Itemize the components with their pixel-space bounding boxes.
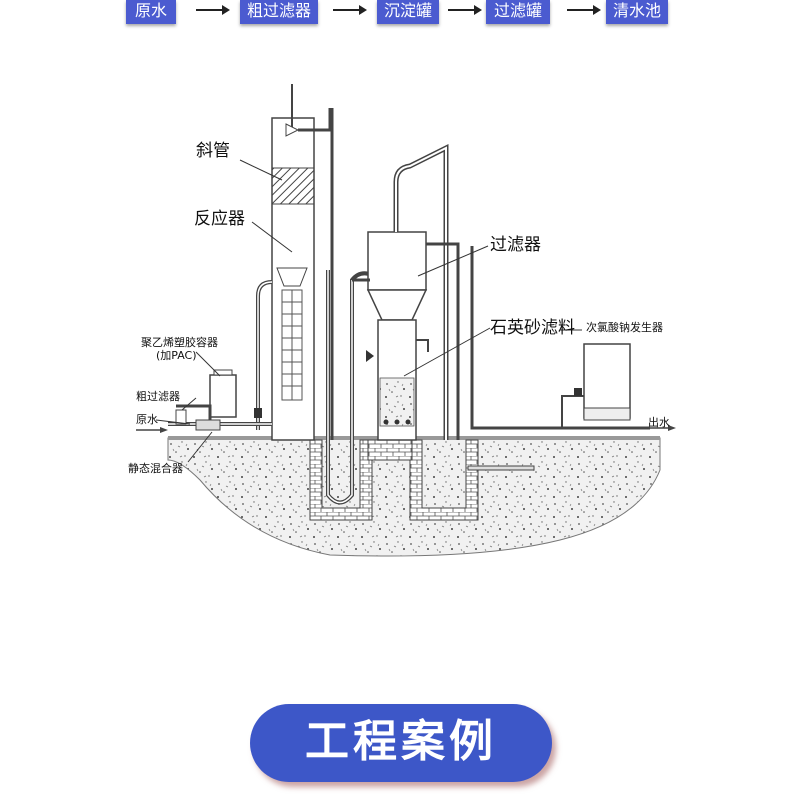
flow-arrow-icon <box>567 5 601 15</box>
reactor-grid <box>281 289 303 401</box>
quartz-sand-media <box>379 377 415 427</box>
hypochlorite-generator-box <box>583 343 631 419</box>
generator-base <box>583 407 631 421</box>
flow-arrow-icon <box>448 5 482 15</box>
outlet-pipe <box>470 246 650 430</box>
flow-step-filter-tank: 过滤罐 <box>486 0 550 24</box>
flow-step-raw-water: 原水 <box>126 0 176 24</box>
generator-dosing-pipe <box>561 395 584 428</box>
label-hypochlorite-generator: 次氯酸钠发生器 <box>586 321 663 334</box>
filter-nozzles <box>383 419 411 425</box>
label-static-mixer: 静态混合器 <box>128 462 183 475</box>
mid-brick-block <box>367 439 413 461</box>
label-quartz-sand: 石英砂滤料 <box>490 318 575 338</box>
leader-lines <box>155 159 582 463</box>
process-flow: 原水 粗过滤器 沉淀罐 过滤罐 清水池 <box>0 0 790 30</box>
label-outlet-water: 出水 <box>648 416 670 429</box>
label-pe-container: 聚乙烯塑胶容器 <box>141 336 218 349</box>
flow-step-clear-water-pool: 清水池 <box>606 0 668 24</box>
side-drain-pipe <box>467 465 535 471</box>
filter-mid-pipe <box>426 242 460 440</box>
static-mixer <box>195 419 221 431</box>
inclined-tube-hatch <box>271 167 315 205</box>
coarse-filter-body <box>175 409 187 425</box>
right-pit <box>409 439 479 521</box>
label-reactor: 反应器 <box>194 209 245 229</box>
pac-lid <box>213 369 233 376</box>
reactor-top-pipe <box>298 108 332 132</box>
generator-valve <box>574 388 582 396</box>
filter-tank-top <box>367 231 427 291</box>
flow-arrow-icon <box>196 5 230 15</box>
flow-step-sedimentation-tank: 沉淀罐 <box>377 0 439 24</box>
label-inclined-tube: 斜管 <box>196 141 230 161</box>
label-coarse-filter: 粗过滤器 <box>136 390 180 403</box>
reactor-side-pipe <box>256 280 273 430</box>
reactor-top-valve <box>285 123 300 137</box>
label-raw-water: 原水 <box>136 413 158 426</box>
reactor-small-valve <box>254 408 262 418</box>
filter-left-valve <box>366 350 374 362</box>
left-pit <box>309 439 373 521</box>
pac-container <box>209 374 237 418</box>
label-add-pac: (加PAC) <box>156 349 197 362</box>
project-cases-button[interactable]: 工程案例 <box>250 704 552 782</box>
reactor-cone <box>276 267 308 287</box>
flow-step-coarse-filter: 粗过滤器 <box>240 0 318 24</box>
label-filter: 过滤器 <box>490 235 541 255</box>
filter-right-stub <box>416 339 429 352</box>
flow-arrow-icon <box>333 5 367 15</box>
filter-tank-cone <box>366 289 428 321</box>
